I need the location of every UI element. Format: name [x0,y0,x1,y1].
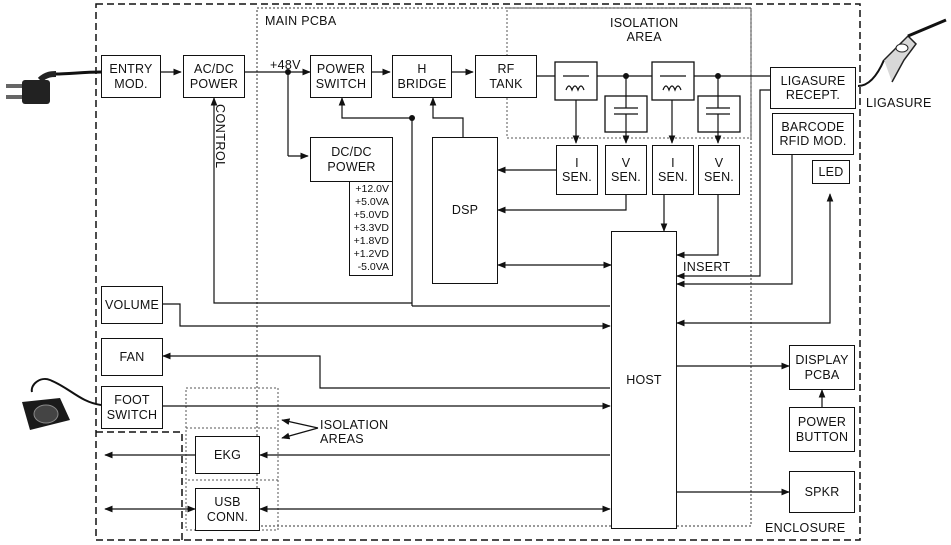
usb-connector-block: USB CONN. [195,488,260,531]
power-button-block: POWER BUTTON [789,407,855,452]
voltage-sensor-2-block: V SEN. [698,145,740,195]
host-block: HOST [611,231,677,529]
h-bridge-block: H BRIDGE [392,55,452,98]
main-pcba-label: MAIN PCBA [265,14,336,28]
volume-block: VOLUME [101,286,163,324]
barcode-rfid-module-block: BARCODE RFID MOD. [772,113,854,155]
fan-block: FAN [101,338,163,376]
current-sensor-2-block: I SEN. [652,145,694,195]
voltage-rail: +3.3VD [350,222,389,235]
control-label: CONTROL [213,104,227,169]
led-block: LED [812,160,850,184]
power-plug-image [6,72,101,104]
current-sensor-1-block: I SEN. [556,145,598,195]
display-pcba-block: DISPLAY PCBA [789,345,855,390]
voltage-rail: -5.0VA [350,261,389,274]
dsp-block: DSP [432,137,498,284]
speaker-block: SPKR [789,471,855,513]
isolation-areas-label: ISOLATION AREAS [320,418,388,447]
entry-module-block: ENTRY MOD. [101,55,161,98]
voltage-rail: +5.0VD [350,209,389,222]
dc-dc-power-block: DC/DC POWER [310,137,393,182]
foot-switch-pedal-image [22,379,101,430]
power-switch-block: POWER SWITCH [310,55,372,98]
ligasure-receptacle-block: LIGASURE RECEPT. [770,67,856,109]
voltage-rail: +1.2VD [350,248,389,261]
rf-tank-block: RF TANK [475,55,537,98]
voltage-rail: +12.0V [350,183,389,196]
foot-switch-block: FOOT SWITCH [101,386,163,429]
enclosure-notch [96,432,182,540]
voltage-rail: +1.8VD [350,235,389,248]
ligasure-instrument-image [858,20,946,86]
ac-dc-power-block: AC/DC POWER [183,55,245,98]
ekg-block: EKG [195,436,260,474]
ligasure-label: LIGASURE [866,96,932,110]
voltage-rail: +5.0VA [350,196,389,209]
dc-dc-voltage-list: +12.0V +5.0VA +5.0VD +3.3VD +1.8VD +1.2V… [349,181,393,276]
enclosure-label: ENCLOSURE [765,521,846,535]
insert-label: INSERT [683,260,730,274]
isolation-area-label: ISOLATION AREA [610,16,678,45]
voltage-sensor-1-block: V SEN. [605,145,647,195]
v48-label: +48V [270,58,301,72]
